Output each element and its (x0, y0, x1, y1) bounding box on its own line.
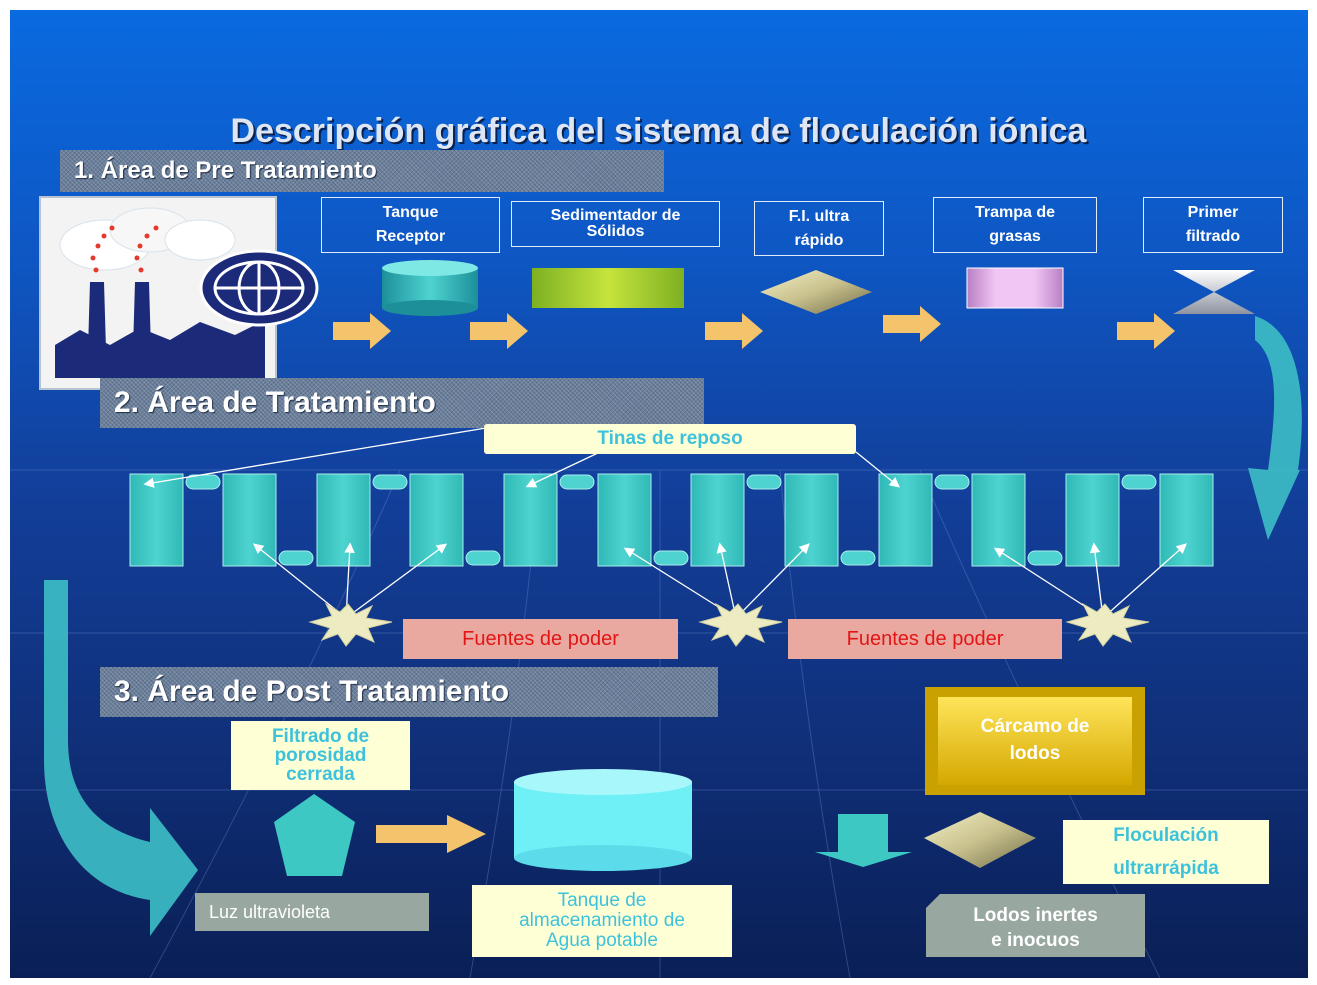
first-filter-icon (1173, 270, 1255, 314)
storage-label-line: almacenamiento de (519, 910, 685, 932)
storage-label-line: Tanque de (557, 890, 647, 912)
step-label-line: rápido (794, 231, 844, 249)
closed-porosity-filter-icon (274, 794, 355, 876)
step-label-line: Sedimentador de (550, 207, 681, 224)
ultrafast-flocculation-label: Floculación ultrarrápida (1063, 820, 1269, 884)
storage-label-line: Agua potable (545, 929, 658, 951)
step-label-line: F.I. ultra (788, 207, 850, 225)
grease-trap-icon (966, 267, 1064, 309)
storage-tank-icon (514, 769, 692, 871)
sludge-pit-line: lodos (1009, 743, 1061, 764)
inert-sludge-line: Lodos inertes (973, 904, 1098, 926)
step-label-line: filtrado (1185, 228, 1241, 245)
down-arrow-sludge (815, 814, 912, 867)
step-label-line: Sólidos (586, 223, 645, 240)
flocculation-line: ultrarrápida (1113, 858, 1219, 879)
section-pre-treatment-label: 1. Área de Pre Tratamiento (74, 157, 377, 184)
sludge-pit-line: Cárcamo de (980, 716, 1090, 738)
fast-flocculation-diamond-icon (760, 270, 872, 314)
power-source-label-1: Fuentes de poder (403, 619, 678, 659)
step-label-line: Receptor (375, 228, 446, 245)
sludge-pit-box (925, 687, 1145, 795)
curved-down-arrow-left (44, 580, 198, 936)
power-burst-icons (308, 602, 1150, 647)
pointer-arrows (143, 427, 1187, 619)
page-title: Descripción gráfica del sistema de flocu… (230, 112, 1087, 150)
step-label-line: Tanque (382, 204, 439, 221)
section-post-treatment: 3. Área de Post Tratamiento (100, 667, 718, 717)
inert-sludge-shape (926, 894, 1145, 957)
filter-label-line: Filtrado de (271, 726, 370, 747)
step-label-line: grasas (989, 228, 1041, 245)
flow-arrows (333, 306, 1175, 349)
filter-label-line: cerrada (286, 764, 355, 785)
sedimentation-tank-icon (532, 268, 684, 308)
sludge-pit-label: Cárcamo de lodos (938, 697, 1132, 785)
inert-sludge-label: Lodos inertes e inocuos (926, 900, 1145, 957)
resting-tanks-label: Tinas de reposo (484, 424, 856, 454)
uv-light-label: Luz ultravioleta (195, 893, 429, 931)
section-treatment: 2. Área de Tratamiento (100, 378, 704, 428)
curved-down-arrow-right (1248, 316, 1302, 540)
power-source-label-2: Fuentes de poder (788, 619, 1062, 659)
step-first-filter-label: Primer filtrado (1143, 197, 1283, 253)
flow-arrow-to-storage (376, 815, 486, 853)
ultrafast-flocculation-diamond-icon (924, 812, 1036, 868)
step-label-line: Primer (1187, 204, 1239, 221)
section-post-treatment-label: 3. Área de Post Tratamiento (114, 675, 510, 708)
step-fast-flocculation-label: F.I. ultra rápido (754, 201, 884, 256)
step-grease-trap-label: Trampa de grasas (933, 197, 1097, 253)
flocculation-line: Floculación (1113, 824, 1219, 846)
resting-tanks (129, 473, 1214, 567)
receiving-tank-icon (382, 260, 478, 316)
section-treatment-label: 2. Área de Tratamiento (114, 386, 436, 419)
factory-logo (39, 196, 319, 390)
section-pre-treatment: 1. Área de Pre Tratamiento (60, 150, 664, 192)
step-label-line: Trampa de (974, 204, 1056, 221)
inert-sludge-line: e inocuos (991, 929, 1080, 951)
filter-label-line: porosidad (274, 745, 367, 766)
